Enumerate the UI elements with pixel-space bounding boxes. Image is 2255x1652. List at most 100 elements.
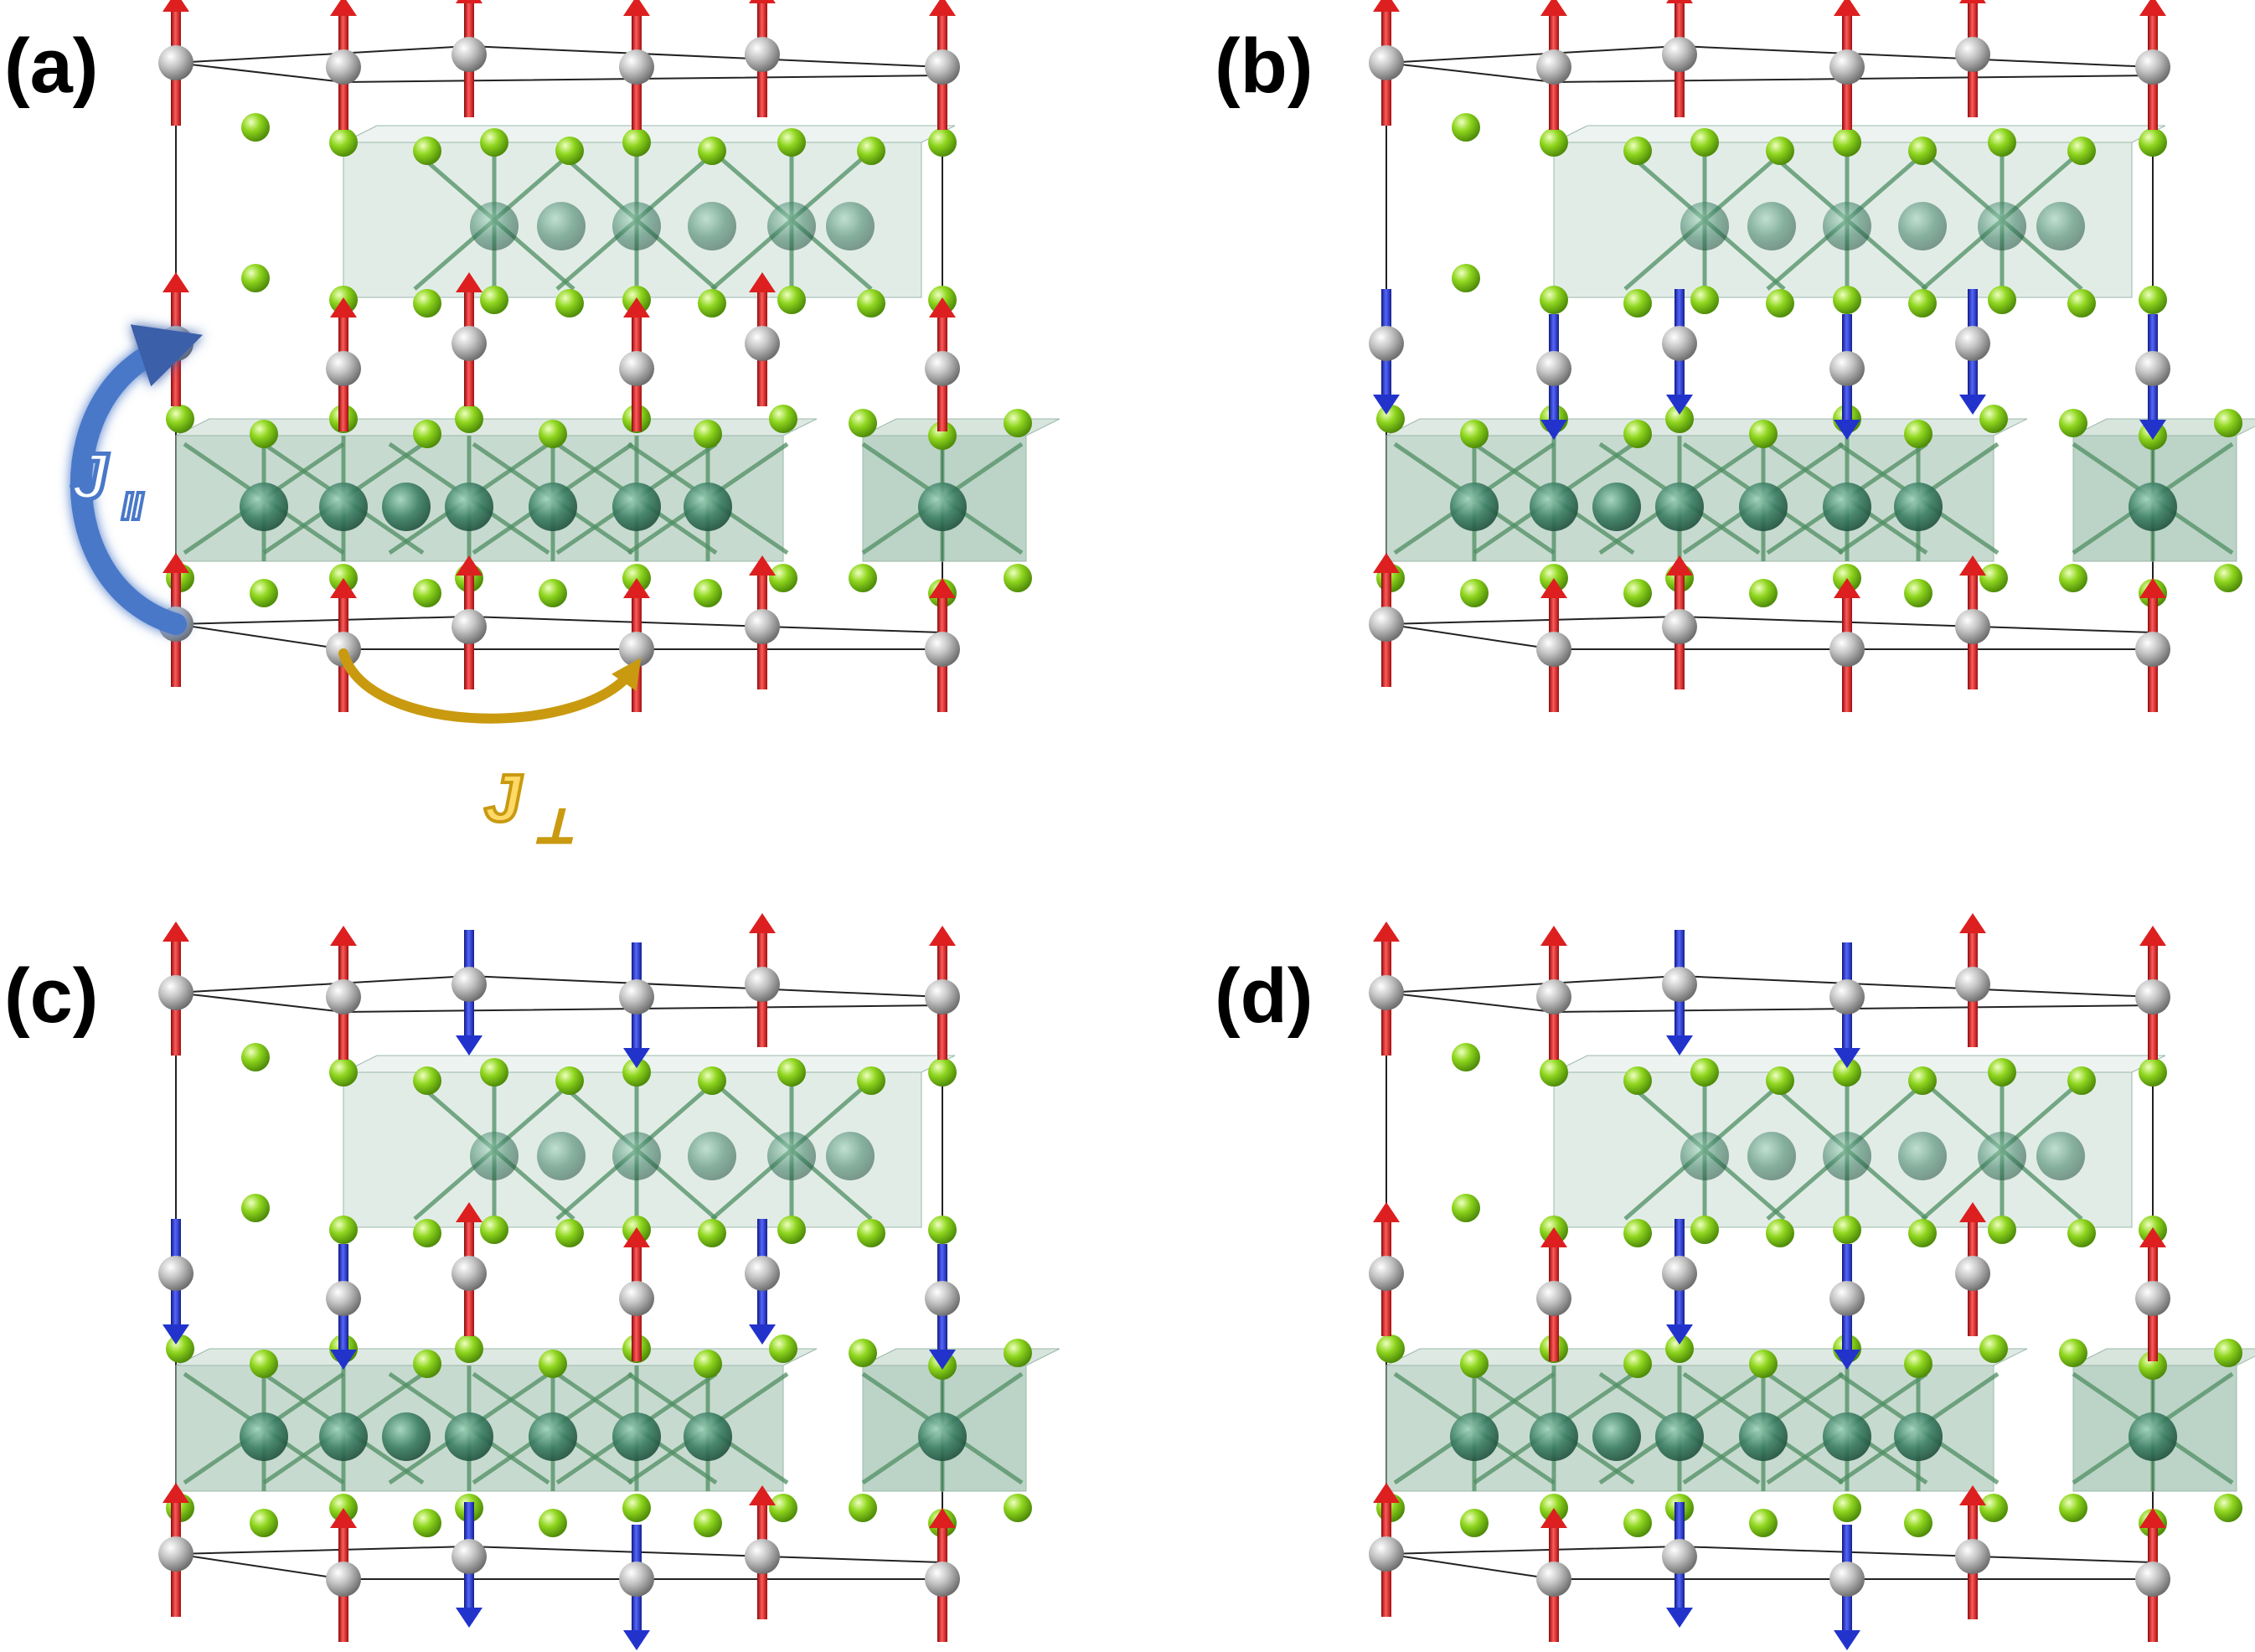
right-octa-ligand-1 bbox=[928, 421, 957, 450]
j-perp-subscript: ⊥ bbox=[534, 802, 574, 852]
upper-spin-0-head bbox=[1373, 0, 1400, 12]
upper-top-ligand-2 bbox=[480, 128, 508, 157]
lower-bottom-ligand-8 bbox=[1979, 1494, 2008, 1522]
upper-bottom-ligand-1 bbox=[1623, 1219, 1652, 1247]
lower-top-ligand-0 bbox=[166, 405, 194, 433]
lower-magnetic-ion-1 bbox=[326, 1281, 361, 1316]
upper-central-ion-3 bbox=[688, 1132, 736, 1180]
lower-magnetic-ion-2 bbox=[1662, 326, 1697, 361]
lower-bottom-ligand-7 bbox=[694, 579, 722, 607]
lower-bottom-ligand-1 bbox=[250, 1509, 278, 1537]
lower-central-ion-2 bbox=[382, 1412, 431, 1461]
lower-bottom-ligand-5 bbox=[539, 579, 567, 607]
upper-magnetic-ion-3 bbox=[619, 49, 654, 85]
lower-spin-3-head bbox=[1834, 420, 1860, 440]
upper-central-ion-5 bbox=[2036, 202, 2085, 250]
lower-magnetic-ion-5 bbox=[925, 351, 960, 386]
right-octa-ligand-0 bbox=[2059, 1339, 2087, 1367]
lower-central-ion-6 bbox=[684, 483, 732, 531]
lower-spin-4-head bbox=[749, 272, 776, 292]
upper-central-ion-1 bbox=[537, 1132, 586, 1180]
isolated-ligand-1 bbox=[1452, 1194, 1480, 1222]
upper-top-ligand-6 bbox=[777, 128, 806, 157]
bottom-magnetic-ion-4 bbox=[1955, 1539, 1990, 1574]
upper-spin-0-head bbox=[163, 922, 189, 942]
bottom-spin-4-head bbox=[1959, 1485, 1986, 1505]
lower-central-ion-1 bbox=[1530, 483, 1578, 531]
upper-top-ligand-1 bbox=[1623, 1066, 1652, 1095]
lower-bottom-ligand-1 bbox=[1460, 579, 1489, 607]
right-octa-ligand-2 bbox=[1004, 409, 1032, 437]
cell-top-edge bbox=[1386, 44, 2154, 68]
cell-top-front-edge bbox=[175, 62, 943, 84]
upper-central-ion-1 bbox=[1747, 1132, 1796, 1180]
upper-magnetic-ion-1 bbox=[326, 49, 361, 85]
lower-magnetic-ion-2 bbox=[452, 326, 487, 361]
upper-top-ligand-7 bbox=[2067, 1066, 2096, 1095]
upper-top-ligand-7 bbox=[2067, 137, 2096, 165]
lower-spin-2-head bbox=[1666, 1324, 1693, 1345]
lower-central-ion-0 bbox=[1450, 483, 1499, 531]
lower-magnetic-ion-0 bbox=[1369, 1256, 1404, 1291]
lower-central-ion-0 bbox=[1450, 1412, 1499, 1461]
bottom-spin-2-head bbox=[1666, 555, 1693, 576]
lower-top-ligand-8 bbox=[769, 1335, 797, 1363]
bottom-magnetic-ion-3 bbox=[619, 632, 654, 667]
panel-label: (a) bbox=[4, 23, 98, 109]
upper-top-ligand-8 bbox=[2139, 1058, 2167, 1087]
lower-top-ligand-8 bbox=[1979, 1335, 2008, 1363]
lower-bottom-ligand-5 bbox=[1749, 579, 1778, 607]
upper-magnetic-ion-3 bbox=[1829, 979, 1865, 1014]
bottom-magnetic-ion-2 bbox=[1662, 609, 1697, 644]
lower-spin-0-head bbox=[1373, 1202, 1400, 1222]
lower-central-ion-6 bbox=[1894, 483, 1943, 531]
lower-magnetic-ion-3 bbox=[619, 1281, 654, 1316]
upper-top-ligand-6 bbox=[1988, 1058, 2016, 1087]
upper-bottom-ligand-8 bbox=[928, 1216, 957, 1244]
upper-top-ligand-7 bbox=[857, 1066, 885, 1095]
upper-top-ligand-2 bbox=[1690, 1058, 1719, 1087]
right-octa-ligand-5 bbox=[2214, 1494, 2242, 1522]
lower-top-ligand-7 bbox=[694, 420, 722, 448]
lower-central-ion-4 bbox=[529, 483, 577, 531]
lower-top-ligand-3 bbox=[1623, 1350, 1652, 1378]
bottom-spin-5-head bbox=[929, 578, 956, 598]
upper-top-ligand-8 bbox=[928, 128, 957, 157]
upper-bottom-ligand-2 bbox=[1690, 286, 1719, 314]
right-central-ion bbox=[2129, 1412, 2177, 1461]
bottom-spin-3-head bbox=[623, 578, 650, 598]
upper-top-ligand-5 bbox=[1908, 1066, 1937, 1095]
isolated-ligand-1 bbox=[1452, 264, 1480, 292]
lower-top-ligand-8 bbox=[1979, 405, 2008, 433]
upper-bottom-ligand-0 bbox=[1540, 286, 1568, 314]
lower-spin-2-head bbox=[1666, 395, 1693, 415]
panel-label: (b) bbox=[1215, 23, 1313, 109]
lower-top-ligand-7 bbox=[1904, 420, 1932, 448]
bottom-magnetic-ion-3 bbox=[1829, 632, 1865, 667]
lower-top-ligand-4 bbox=[1665, 1335, 1694, 1363]
upper-bottom-ligand-6 bbox=[1988, 286, 2016, 314]
isolated-ligand-1 bbox=[241, 264, 270, 292]
lower-magnetic-ion-4 bbox=[745, 1256, 780, 1291]
upper-spin-5-head bbox=[2139, 926, 2166, 946]
lower-central-ion-1 bbox=[1530, 1412, 1578, 1461]
bottom-spin-2-head bbox=[1666, 1608, 1693, 1628]
bottom-magnetic-ion-1 bbox=[1536, 632, 1571, 667]
right-octa-ligand-0 bbox=[849, 409, 877, 437]
upper-magnetic-ion-5 bbox=[925, 49, 960, 85]
upper-central-ion-2 bbox=[1823, 202, 1871, 250]
lower-central-ion-3 bbox=[1655, 483, 1704, 531]
j-parallel-arrow bbox=[70, 324, 204, 635]
upper-central-ion-0 bbox=[1680, 202, 1729, 250]
upper-magnetic-ion-5 bbox=[2135, 49, 2170, 85]
lower-spin-1-head bbox=[1540, 1227, 1567, 1247]
upper-magnetic-ion-2 bbox=[452, 967, 487, 1002]
lower-central-ion-2 bbox=[382, 483, 431, 531]
lower-top-ligand-1 bbox=[1460, 420, 1489, 448]
upper-central-ion-4 bbox=[1978, 202, 2026, 250]
lower-central-ion-2 bbox=[1592, 483, 1641, 531]
upper-bottom-ligand-3 bbox=[1766, 289, 1794, 317]
right-octa-ligand-3 bbox=[849, 1494, 877, 1522]
bottom-spin-4-head bbox=[749, 555, 776, 576]
